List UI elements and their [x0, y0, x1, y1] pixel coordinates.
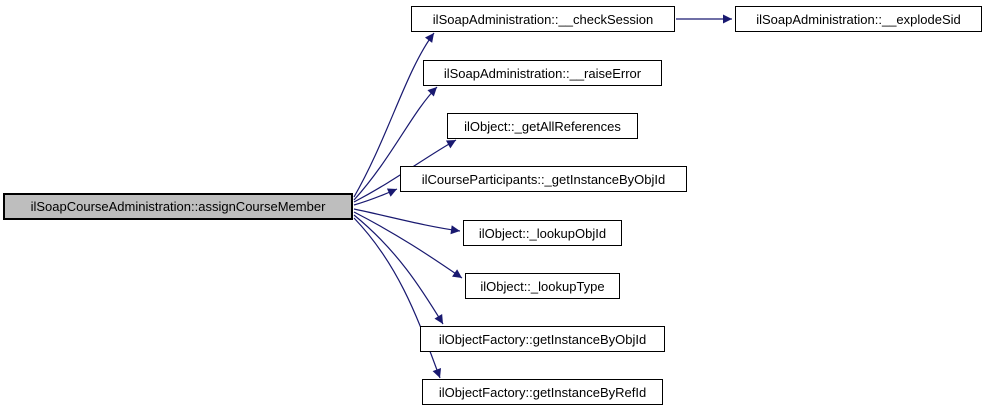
- node-label: ilObjectFactory::getInstanceByRefId: [438, 384, 647, 400]
- edge-assignCourseMember-to-checkSession: [353, 32, 435, 198]
- node-label: ilSoapAdministration::__explodeSid: [756, 11, 961, 27]
- edge-assignCourseMember-to-lookupObjId: [353, 208, 461, 235]
- node-label: ilObject::_lookupType: [480, 278, 605, 294]
- edge-assignCourseMember-to-cpGetInstanceByObjId: [353, 188, 398, 206]
- graph-node-explodeSid[interactable]: ilSoapAdministration::__explodeSid: [735, 6, 982, 32]
- node-label: ilCourseParticipants::_getInstanceByObjI…: [421, 171, 666, 187]
- node-label: ilSoapAdministration::__raiseError: [443, 65, 642, 81]
- graph-node-checkSession[interactable]: ilSoapAdministration::__checkSession: [411, 6, 675, 32]
- graph-node-lookupType[interactable]: ilObject::_lookupType: [465, 273, 620, 299]
- graph-node-lookupObjId[interactable]: ilObject::_lookupObjId: [463, 220, 622, 246]
- node-label: ilSoapAdministration::__checkSession: [432, 11, 654, 27]
- graph-node-getAllReferences[interactable]: ilObject::_getAllReferences: [447, 113, 638, 139]
- edge-assignCourseMember-to-raiseError: [353, 86, 438, 201]
- node-label: ilObject::_lookupObjId: [478, 225, 607, 241]
- graph-node-assignCourseMember: ilSoapCourseAdministration::assignCourse…: [3, 193, 353, 220]
- graph-node-ofGetInstanceByRefId[interactable]: ilObjectFactory::getInstanceByRefId: [422, 379, 663, 405]
- edge-assignCourseMember-to-lookupType: [353, 211, 463, 279]
- node-label: ilObject::_getAllReferences: [464, 118, 621, 134]
- graph-node-cpGetInstanceByObjId[interactable]: ilCourseParticipants::_getInstanceByObjI…: [400, 166, 687, 192]
- node-label: ilSoapCourseAdministration::assignCourse…: [30, 199, 326, 214]
- edge-assignCourseMember-to-ofGetInstanceByObjId: [353, 214, 444, 325]
- edge-assignCourseMember-to-ofGetInstanceByRefId: [353, 217, 442, 379]
- graph-node-ofGetInstanceByObjId[interactable]: ilObjectFactory::getInstanceByObjId: [420, 326, 665, 352]
- graph-node-raiseError[interactable]: ilSoapAdministration::__raiseError: [423, 60, 662, 86]
- node-label: ilObjectFactory::getInstanceByObjId: [438, 331, 647, 347]
